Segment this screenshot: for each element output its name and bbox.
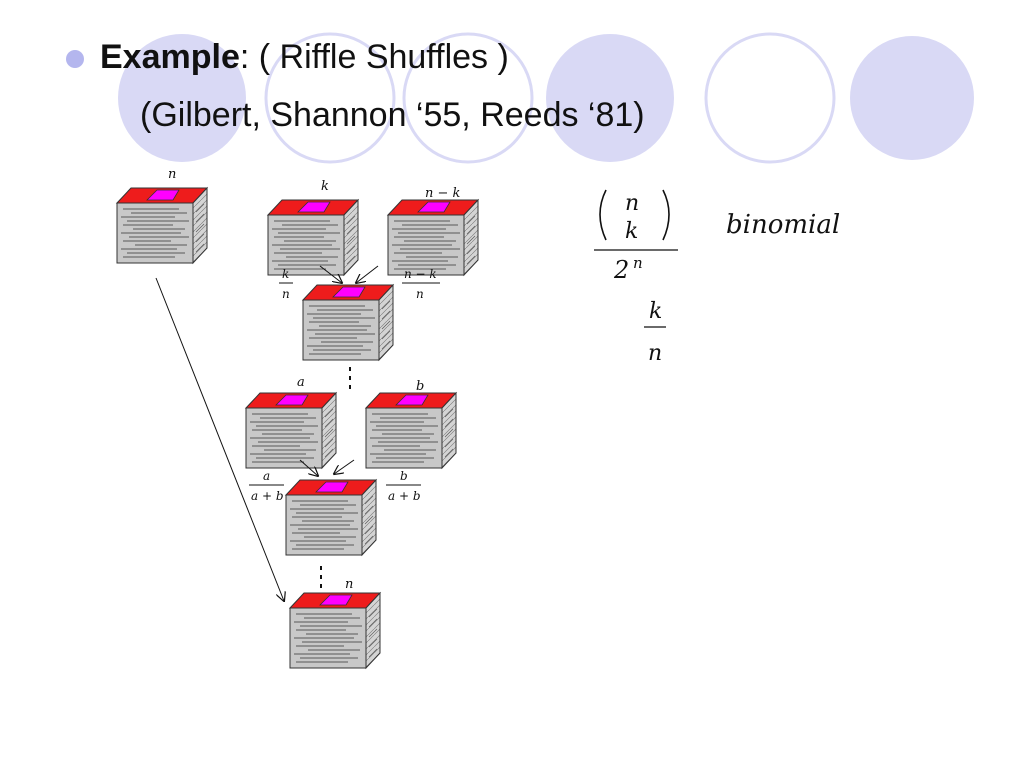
final-deck xyxy=(289,592,381,669)
full-deck-label: n xyxy=(168,167,176,182)
merge-arrow-right-2 xyxy=(334,459,355,474)
vertical-ellipsis-2 xyxy=(320,566,322,588)
pile-a-deck xyxy=(245,392,337,469)
a-prob-den: a + b xyxy=(251,489,284,503)
left-prob-den: n xyxy=(282,287,290,301)
merge-arrow-left-2 xyxy=(299,459,318,476)
a-prob-fraction: a a + b xyxy=(249,469,284,503)
b-prob-fraction: b a + b xyxy=(386,469,421,503)
b-prob-den: a + b xyxy=(388,489,421,503)
merge-arrow-right-1 xyxy=(356,265,379,283)
example-label: Example xyxy=(100,38,240,76)
right-prob-num: n − k xyxy=(404,267,437,281)
left-pile-deck xyxy=(267,199,359,276)
frac-den: n xyxy=(648,341,662,366)
a-prob-num: a xyxy=(263,469,270,483)
left-prob-num: k xyxy=(282,267,289,281)
b-prob-num: b xyxy=(400,469,408,483)
slide-title: Example: ( Riffle Shuffles ) xyxy=(100,38,509,77)
binom-exponent: n xyxy=(633,254,643,272)
bullet-dot xyxy=(66,50,84,68)
right-pile-deck xyxy=(387,199,479,276)
decor-circle-6 xyxy=(850,36,974,160)
decor-circle-5 xyxy=(704,32,836,164)
decor-circle-2 xyxy=(264,32,396,164)
final-deck-label: n xyxy=(345,577,353,592)
merged-deck-1 xyxy=(302,284,394,361)
long-arrow xyxy=(155,277,284,601)
pile-b-deck xyxy=(365,392,457,469)
binom-top: n xyxy=(625,191,639,216)
pile-b-label: b xyxy=(416,379,424,394)
merged-deck-2 xyxy=(285,479,377,556)
right-prob-fraction: n − k n xyxy=(402,267,440,301)
decor-circle-1 xyxy=(118,34,246,162)
binomial-formula: n k 2 n xyxy=(594,189,678,284)
full-deck xyxy=(116,187,208,264)
vertical-ellipsis-1 xyxy=(349,367,351,389)
left-prob-fraction: k n xyxy=(279,267,293,301)
left-pile-label: k xyxy=(321,179,329,194)
pile-a-label: a xyxy=(297,375,305,390)
slide-subtitle: (Gilbert, Shannon ‘55, Reeds ‘81) xyxy=(140,96,645,134)
title-rest: : ( Riffle Shuffles ) xyxy=(239,38,509,76)
right-pile-label: n − k xyxy=(425,186,461,201)
merge-arrow-left-1 xyxy=(319,265,342,283)
right-prob-den: n xyxy=(416,287,424,301)
frac-num: k xyxy=(649,299,662,324)
decor-circle-4 xyxy=(546,34,674,162)
binom-bottom: k xyxy=(625,219,638,244)
k-over-n-fraction: k n xyxy=(644,299,666,366)
decor-circle-3 xyxy=(402,32,534,164)
binomial-word: binomial xyxy=(726,210,840,240)
binom-denominator: 2 xyxy=(613,256,629,284)
